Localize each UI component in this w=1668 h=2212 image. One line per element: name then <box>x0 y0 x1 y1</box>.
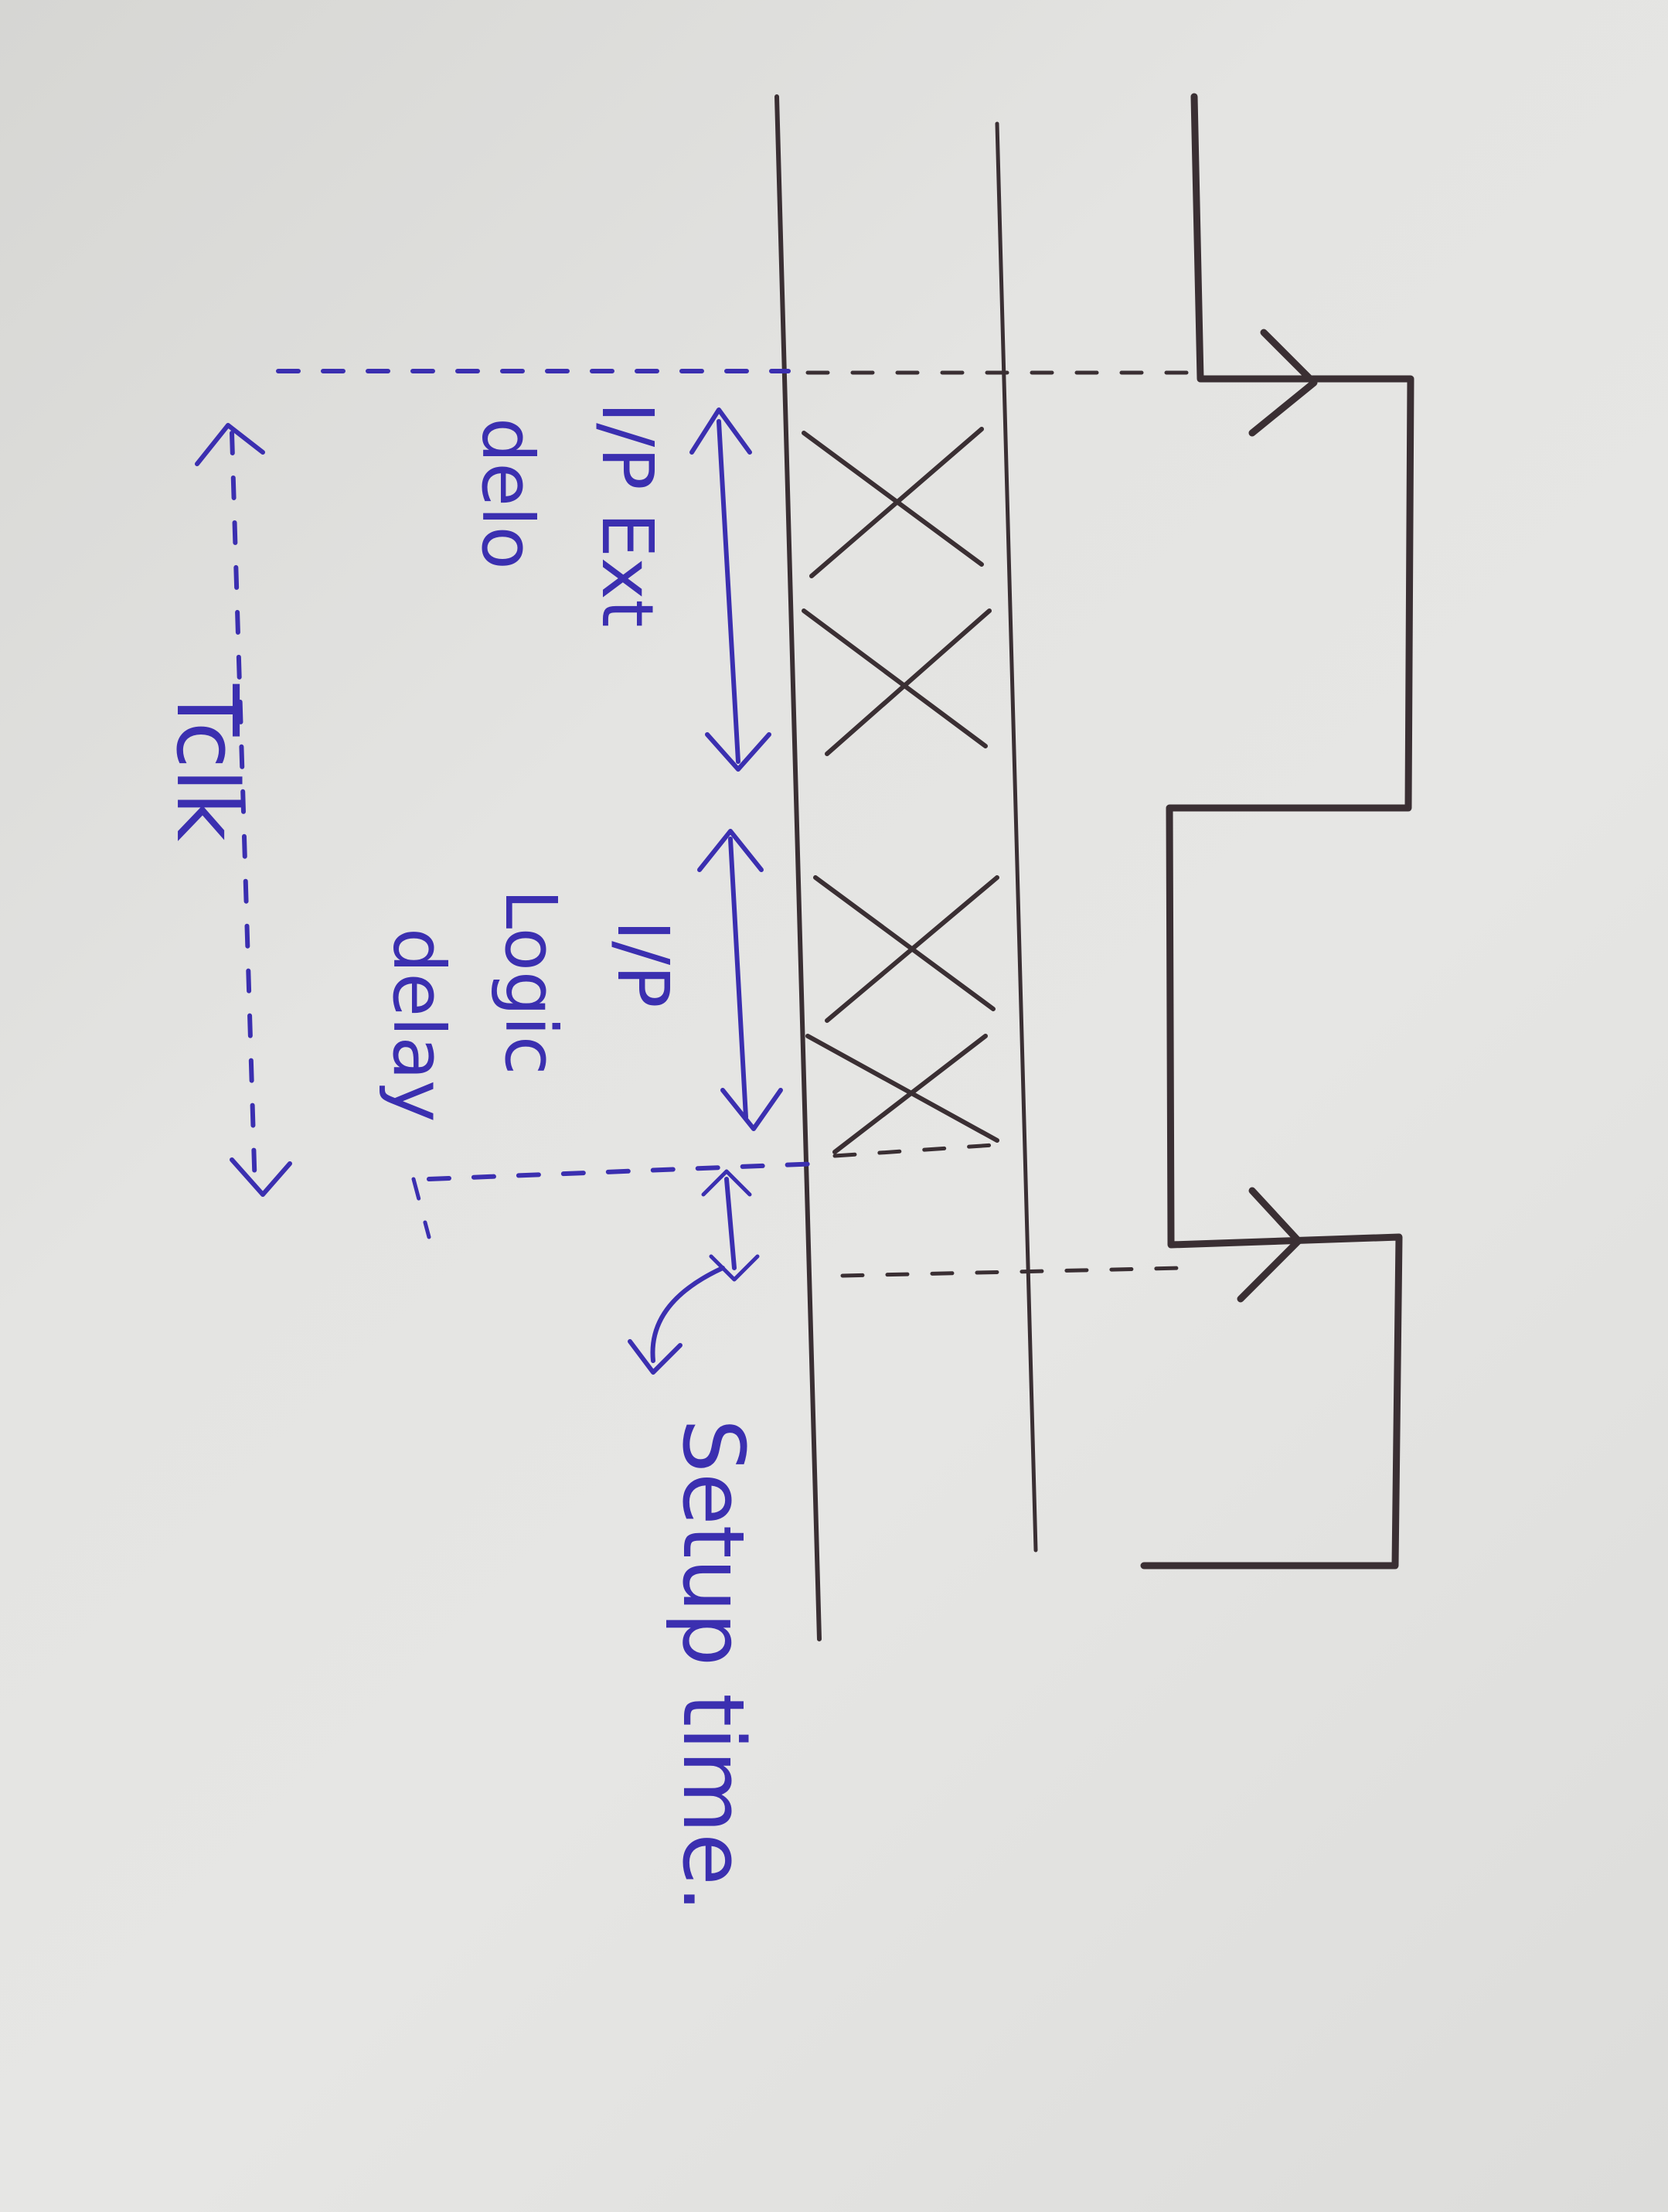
setup-time-label: Setup time. <box>664 1419 763 1913</box>
data-line-left <box>774 94 822 1641</box>
ip-ext-label-line2: delo <box>466 418 549 570</box>
clock-edge-arrow-1 <box>1248 329 1318 437</box>
ip-logic-label-line1: I/P <box>601 920 684 1008</box>
clock-edge-arrow-2 <box>1237 1187 1302 1303</box>
data-line-right <box>995 121 1038 1552</box>
dashed-ref-setup-blue <box>427 1161 822 1181</box>
data-transition-marks <box>802 427 999 1154</box>
tclk-label: Tclk <box>158 683 257 842</box>
ip-ext-label-line1: I/P Ext <box>586 402 669 628</box>
ip-logic-label-line3: delay <box>377 928 460 1122</box>
setup-time-arrow <box>628 1169 760 1375</box>
dashed-ref-tclk-end-blue <box>411 1177 431 1239</box>
tclk-arrow <box>195 423 292 1197</box>
ip-logic-label-line2: Logic <box>489 889 572 1075</box>
dashed-ref-mid-black <box>832 1142 1007 1158</box>
ip-logic-delay-arrow <box>697 829 783 1131</box>
ip-ext-delay-arrow <box>689 407 771 772</box>
clock-waveform <box>1140 93 1414 1570</box>
dashed-ref-edge2-black <box>840 1266 1185 1278</box>
